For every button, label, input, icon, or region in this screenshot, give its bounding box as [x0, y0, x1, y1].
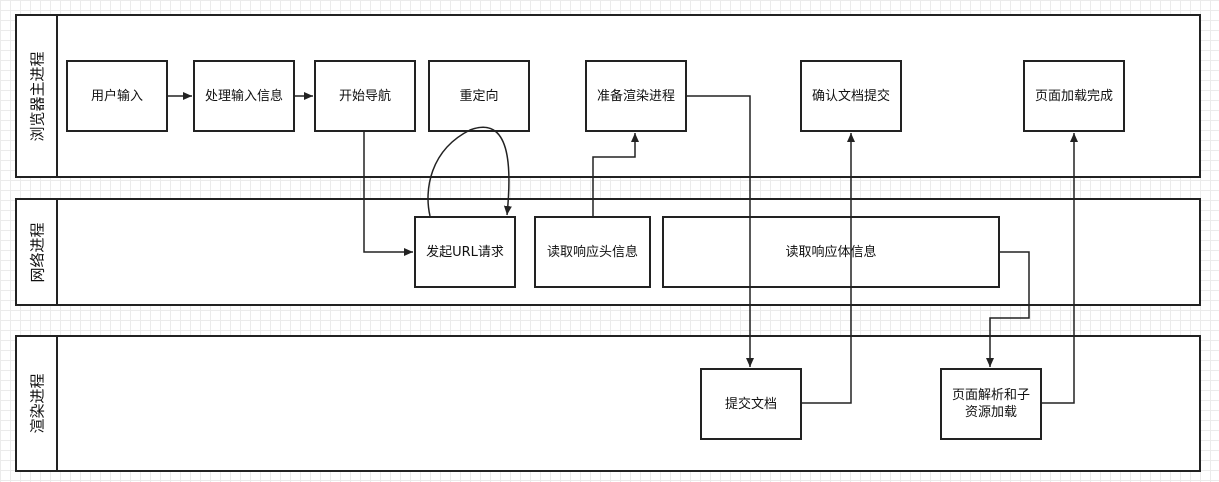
node-label: 页面解析和子 资源加载 [951, 388, 1030, 420]
node-user-input[interactable]: 用户输入 [66, 60, 168, 132]
lane-title: 浏览器主进程 [28, 50, 47, 142]
node-send-url-request[interactable]: 发起URL请求 [414, 216, 516, 288]
node-label: 重定向 [459, 88, 499, 104]
node-label: 发起URL请求 [426, 244, 504, 260]
node-confirm-commit[interactable]: 确认文档提交 [800, 60, 902, 132]
node-read-response-body[interactable]: 读取响应体信息 [662, 216, 1000, 288]
node-prepare-renderer[interactable]: 准备渲染进程 [585, 60, 687, 132]
lane-title: 渲染进程 [28, 373, 47, 434]
lane-header: 网络进程 [17, 200, 58, 304]
node-label: 读取响应头信息 [546, 244, 638, 260]
node-label: 页面加载完成 [1034, 88, 1113, 104]
lane-header: 浏览器主进程 [17, 16, 58, 176]
node-label: 开始导航 [338, 88, 391, 104]
node-read-response-header[interactable]: 读取响应头信息 [534, 216, 651, 288]
node-start-navigation[interactable]: 开始导航 [314, 60, 416, 132]
node-parse-page[interactable]: 页面解析和子 资源加载 [940, 368, 1042, 440]
node-label: 读取响应体信息 [785, 244, 877, 260]
node-label: 准备渲染进程 [596, 88, 675, 104]
node-page-loaded[interactable]: 页面加载完成 [1023, 60, 1125, 132]
node-redirect[interactable]: 重定向 [428, 60, 530, 132]
node-label: 用户输入 [90, 88, 143, 104]
lane-header: 渲染进程 [17, 337, 58, 470]
node-label: 提交文档 [724, 396, 777, 412]
lane-title: 网络进程 [28, 221, 47, 283]
node-process-input[interactable]: 处理输入信息 [193, 60, 295, 132]
node-commit-document[interactable]: 提交文档 [700, 368, 802, 440]
node-label: 处理输入信息 [204, 88, 283, 104]
node-label: 确认文档提交 [811, 88, 890, 104]
